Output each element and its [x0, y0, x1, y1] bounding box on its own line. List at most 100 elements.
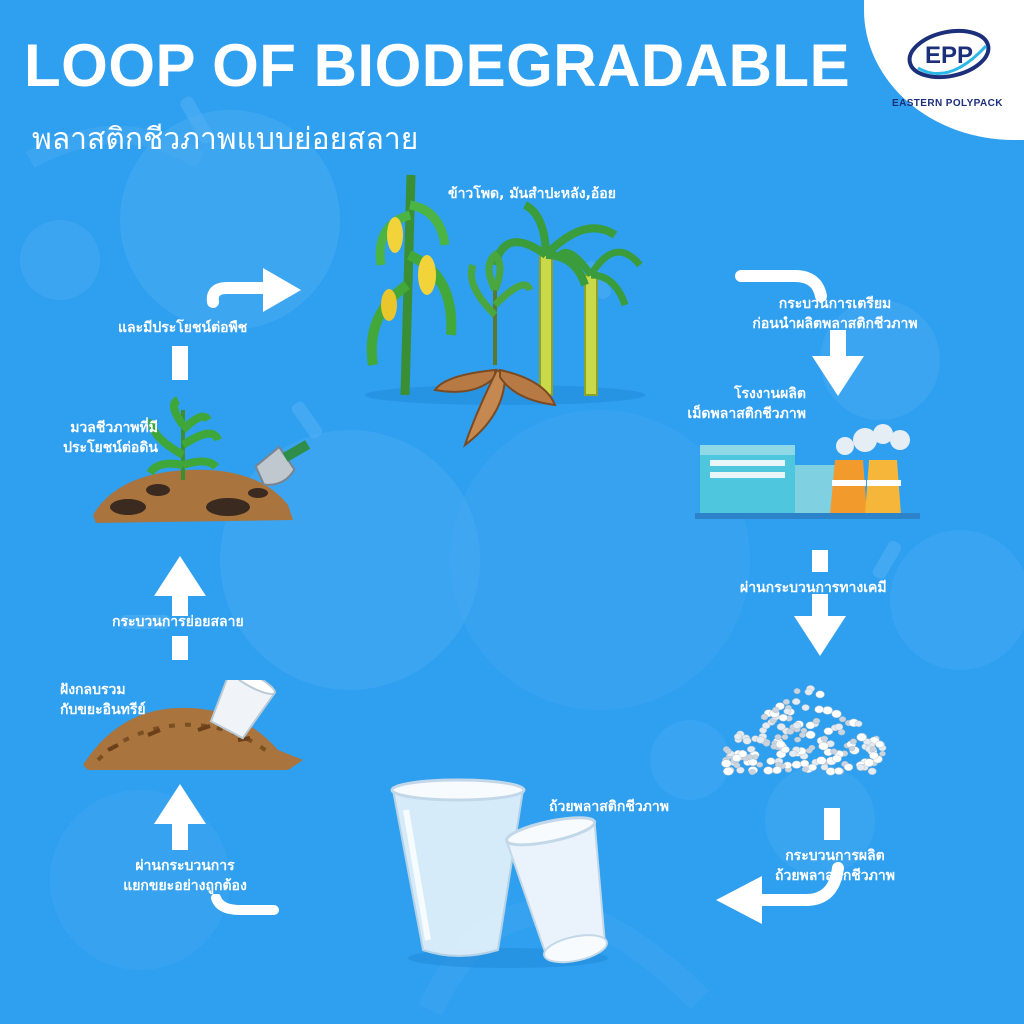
- company-logo: EPP EASTERN POLYPACK: [864, 0, 1024, 140]
- pellet: [763, 740, 771, 747]
- pellet: [834, 767, 844, 775]
- pellet: [724, 747, 732, 754]
- pellet: [746, 745, 756, 753]
- pellet: [751, 754, 759, 760]
- pellet: [772, 706, 780, 714]
- label-bio-cup: ถ้วยพลาสติกชีวภาพ: [549, 799, 670, 815]
- epp-logo-icon: EPP: [907, 28, 991, 80]
- pellet: [839, 716, 847, 723]
- label-chemical-process: ผ่านกระบวนการทางเคมี: [740, 580, 887, 596]
- pellet: [822, 706, 833, 715]
- label-crops: ข้าวโพด, มันสำปะหลัง,อ้อย: [448, 186, 616, 202]
- factory-illustration: [695, 424, 920, 519]
- arrow-icon: [824, 808, 840, 840]
- pellet: [805, 721, 816, 730]
- pellet: [780, 745, 790, 754]
- pellet: [733, 762, 741, 769]
- pellet: [791, 698, 801, 706]
- pellet: [721, 759, 732, 768]
- pellet: [856, 764, 865, 771]
- pellet: [869, 751, 879, 760]
- pellet: [812, 717, 821, 725]
- pellet: [818, 741, 829, 751]
- pellet: [778, 713, 788, 722]
- pellet: [800, 727, 808, 734]
- pellet: [830, 748, 838, 755]
- pellet: [756, 736, 765, 744]
- pellet: [800, 759, 810, 768]
- arrow-icon: [735, 270, 827, 302]
- label-plant-benefit: และมีประโยชน์ต่อพืช: [118, 320, 248, 336]
- pellet: [834, 723, 844, 731]
- pellet: [776, 723, 786, 731]
- pellet: [762, 722, 771, 730]
- pellet: [863, 758, 875, 767]
- pellet: [772, 766, 782, 774]
- pellet: [832, 754, 842, 763]
- pellet: [736, 766, 745, 774]
- pellet: [793, 688, 801, 695]
- pellet: [742, 737, 752, 745]
- pellet: [733, 733, 743, 741]
- pellet: [774, 734, 782, 741]
- pellet: [782, 698, 790, 705]
- pellet: [760, 713, 769, 721]
- pellet: [766, 757, 776, 765]
- pellet: [820, 763, 829, 771]
- clear-cups-illustration: [390, 778, 608, 968]
- pellet: [869, 746, 877, 753]
- pellet: [825, 767, 836, 776]
- pellet: [723, 767, 734, 776]
- pellet: [794, 736, 802, 743]
- soil-with-seedling-illustration: [93, 396, 310, 523]
- pellet: [849, 738, 857, 745]
- label-decomposition: กระบวนการย่อยสลาย: [112, 614, 244, 630]
- pellet: [854, 720, 863, 728]
- logo-mark-text: EPP: [925, 42, 973, 69]
- label-preparation: กระบวนการเตรียม ก่อนนำผลิตพลาสติกชีวภาพ: [752, 296, 918, 333]
- pellet: [879, 750, 886, 757]
- pellet: [792, 722, 802, 729]
- pellet: [823, 727, 834, 736]
- arrow-icon: [812, 330, 864, 396]
- pellet: [748, 758, 758, 767]
- logo-name: EASTERN POLYPACK: [892, 98, 1003, 109]
- pellet: [831, 709, 842, 719]
- pellet: [763, 766, 774, 775]
- corn-cassava-sugarcane-illustration: [365, 174, 645, 448]
- pellet: [814, 705, 824, 714]
- plastic-pellets-illustration: [721, 685, 887, 776]
- pellet: [808, 763, 817, 772]
- pellet: [775, 740, 786, 749]
- label-factory: โรงงานผลิต เม็ดพลาสติกชีวภาพ: [687, 386, 806, 423]
- pellet: [815, 690, 825, 699]
- arrow-icon: [154, 556, 206, 660]
- label-cup-production: กระบวนการผลิต ถ้วยพลาสติกชีวภาพ: [774, 848, 895, 885]
- pellet: [756, 761, 764, 768]
- arrow-icon: [794, 550, 846, 656]
- pellet: [843, 763, 854, 772]
- label-waste-sorting: ผ่านกระบวนการ แยกขยะอย่างถูกต้อง: [123, 858, 247, 895]
- pellet: [745, 753, 754, 760]
- pellet: [801, 766, 809, 773]
- arrow-icon: [172, 346, 188, 380]
- arrow-icon: [211, 894, 279, 915]
- pellet: [848, 745, 856, 752]
- pellet: [801, 704, 810, 711]
- pellet: [781, 734, 789, 740]
- pellet: [786, 728, 795, 735]
- pellet: [805, 730, 816, 739]
- pellet: [816, 756, 827, 765]
- soil-pile-with-cup-illustration: [83, 680, 303, 770]
- pellet: [805, 747, 813, 754]
- pellet: [856, 732, 867, 742]
- pellet: [867, 767, 877, 775]
- arrow-icon: [154, 784, 206, 850]
- arrow-icon: [206, 268, 301, 312]
- arrow-icon: [716, 862, 844, 924]
- label-biomass: มวลชีวภาพที่มี ประโยชน์ต่อดิน: [63, 420, 158, 457]
- pellet: [788, 750, 798, 758]
- pellet: [875, 740, 885, 749]
- pellet: [804, 688, 813, 696]
- page-title: LOOP OF BIODEGRADABLE: [24, 32, 851, 99]
